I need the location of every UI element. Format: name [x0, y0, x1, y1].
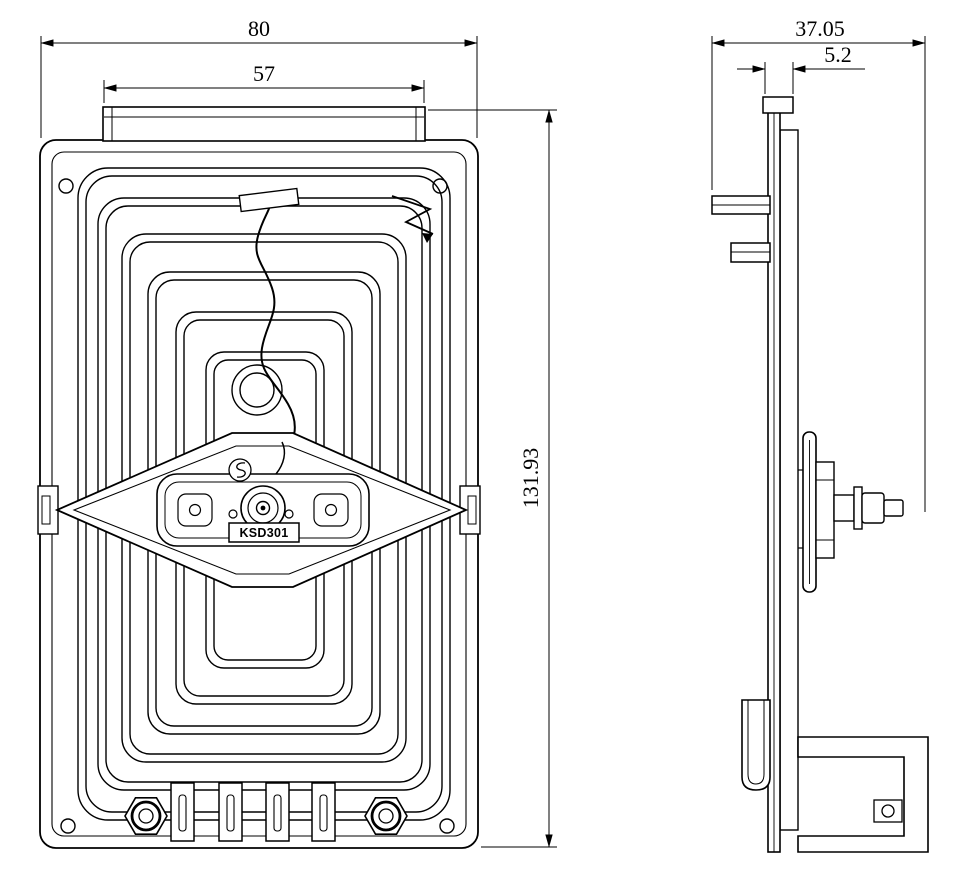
tube-outlet-bend — [391, 195, 434, 243]
side-tube-stub — [741, 699, 771, 791]
hex-nut-left — [124, 796, 168, 836]
top-flange — [102, 106, 426, 142]
terminal-blades — [170, 782, 336, 842]
thermostat-model-text: KSD301 — [239, 526, 288, 540]
front-dimensions: 80 57 131.93 — [40, 16, 557, 848]
dim-front-inner-width-label: 57 — [253, 61, 275, 86]
dim-front-overall-width: 80 — [40, 16, 478, 138]
side-back-plate — [779, 129, 799, 831]
side-terminals — [711, 195, 771, 263]
dim-side-depth: 37.05 — [711, 16, 926, 512]
side-thermostat-assembly — [798, 431, 904, 593]
side-locating-tabs — [37, 485, 481, 535]
side-top-cap — [762, 96, 794, 114]
capillary-tube — [255, 197, 296, 479]
thermostat-hub — [240, 441, 286, 531]
tube-inlet-fitting — [238, 187, 300, 213]
side-dimensions: 37.05 5.2 — [711, 16, 926, 512]
side-bottom-bracket — [797, 736, 929, 853]
dim-side-depth-label: 37.05 — [795, 16, 845, 41]
hex-nut-right — [364, 796, 408, 836]
dim-front-overall-width-label: 80 — [248, 16, 270, 41]
dim-front-inner-width: 57 — [103, 61, 425, 103]
dim-side-thickness-label: 5.2 — [824, 42, 852, 67]
brand-logo-icon — [228, 458, 252, 482]
thermostat-model-label: KSD301 — [228, 522, 300, 543]
dim-side-thickness: 5.2 — [737, 42, 865, 94]
dim-front-height: 131.93 — [428, 109, 557, 848]
front-view: KSD301 — [37, 106, 481, 849]
dim-front-height-label: 131.93 — [518, 448, 543, 509]
side-view — [711, 96, 929, 853]
